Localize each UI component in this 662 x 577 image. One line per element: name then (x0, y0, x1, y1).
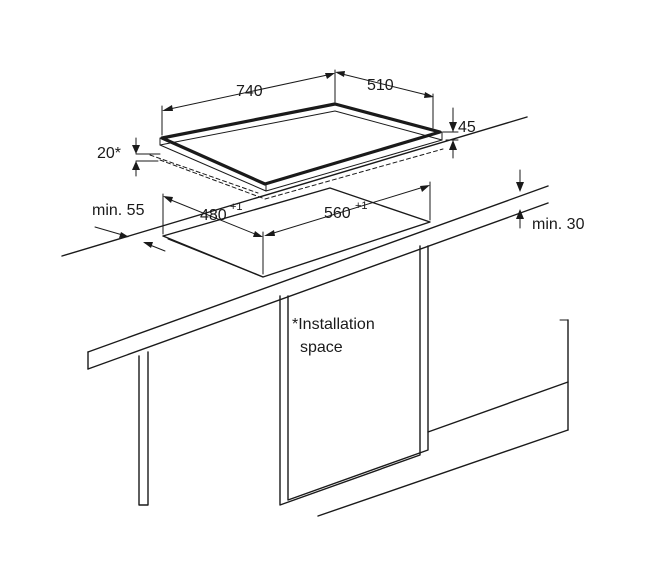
dimension-width (161, 69, 336, 136)
depth-label: 510 (367, 77, 394, 94)
dimension-min-top (516, 169, 524, 229)
cutout-depth-tolerance: +1 (230, 201, 243, 213)
dimension-min-front (94, 226, 166, 252)
cabinet (138, 245, 569, 517)
dimension-installation-space (132, 137, 161, 177)
cutout-depth-label: 480 (200, 207, 227, 224)
cutout-width-label: 560 (324, 205, 351, 222)
dimension-cutout-depth (162, 193, 264, 275)
dimension-height (442, 107, 459, 159)
hob (149, 102, 444, 200)
note-line-1: *Installation (292, 316, 375, 333)
dimension-depth (335, 71, 434, 129)
min-top-label: min. 30 (532, 216, 585, 233)
width-label: 740 (236, 83, 263, 100)
installation-space-label: 20* (97, 145, 121, 162)
cutout-opening (162, 187, 431, 278)
note-line-2: space (300, 339, 343, 356)
dimension-cutout-width (264, 181, 431, 236)
cutout-width-tolerance: +1 (355, 200, 368, 212)
min-front-label: min. 55 (92, 202, 145, 219)
height-label: 45 (458, 119, 476, 136)
